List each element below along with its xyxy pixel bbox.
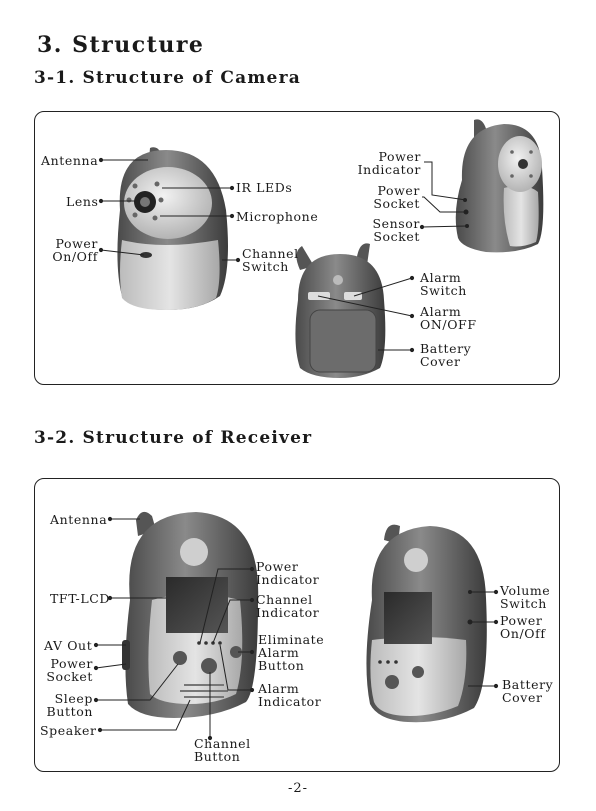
label-camera-lens: Lens bbox=[66, 194, 99, 209]
page-title: 3. Structure bbox=[37, 32, 205, 58]
receiver-heading: 3-2. Structure of Receiver bbox=[34, 428, 313, 448]
label-receiver-speaker: Speaker bbox=[40, 723, 97, 738]
receiver-panel bbox=[34, 478, 560, 772]
camera-front-image bbox=[117, 147, 228, 310]
label-camera-ir-leds: IR LEDs bbox=[236, 180, 293, 195]
label-camera-microphone: Microphone bbox=[236, 209, 319, 224]
label-receiver-tft-lcd: TFT-LCD bbox=[50, 591, 111, 606]
receiver-side-image bbox=[366, 524, 487, 723]
camera-panel bbox=[34, 111, 560, 385]
camera-heading: 3-1. Structure of Camera bbox=[34, 68, 301, 88]
label-camera-antenna: Antenna bbox=[41, 153, 99, 168]
label-receiver-antenna: Antenna bbox=[50, 512, 108, 527]
receiver-front-image bbox=[122, 511, 259, 718]
camera-back-image bbox=[295, 243, 386, 378]
label-receiver-av-out: AV Out bbox=[44, 638, 93, 653]
camera-side-image bbox=[455, 119, 544, 253]
page-number: -2- bbox=[287, 781, 309, 796]
